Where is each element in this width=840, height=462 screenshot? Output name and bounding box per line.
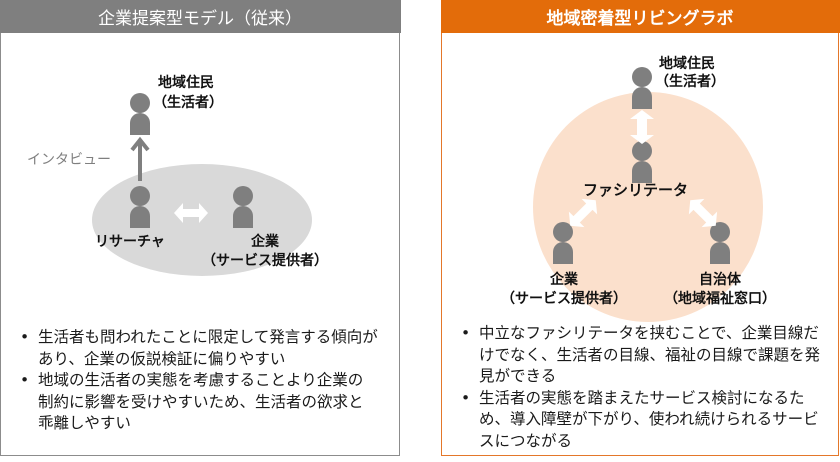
municipality-label: 自治体 bbox=[699, 272, 741, 288]
resident-sublabel: （生活者） bbox=[655, 74, 725, 90]
bullet-item: 生活者も問われたことに限定して発言する傾向があり、企業の仮説検証に偏りやすい bbox=[18, 327, 378, 370]
resident-person-icon bbox=[130, 93, 150, 135]
traditional-model-bullets: 生活者も問われたことに限定して発言する傾向があり、企業の仮説検証に偏りやすい 地… bbox=[18, 327, 378, 435]
resident-label: 地域住民 bbox=[659, 56, 715, 72]
company-label: 企業 bbox=[251, 234, 279, 250]
interview-label: インタビュー bbox=[27, 152, 111, 168]
double-arrow-icon bbox=[568, 198, 598, 228]
bullet-item: 地域の生活者の実態を考慮することより企業の制約に影響を受けやすいため、生活者の欲… bbox=[18, 370, 378, 435]
double-arrow-icon bbox=[688, 198, 718, 228]
interview-arrow-icon bbox=[130, 136, 150, 181]
double-arrow-icon bbox=[630, 110, 654, 144]
company-sublabel: （サービス提供者） bbox=[202, 253, 328, 269]
bullet-item: 生活者の実態を踏まえたサービス検討になるため、導入障壁が下がり、使われ続けられる… bbox=[459, 388, 821, 453]
living-lab-bullets: 中立なファシリテータを挟むことで、企業目線だけでなく、生活者の目線、福祉の目線で… bbox=[459, 323, 821, 452]
resident-person-icon bbox=[632, 67, 652, 109]
living-lab-title: 地域密着型リビングラボ bbox=[440, 0, 840, 33]
traditional-model-title: 企業提案型モデル（従来） bbox=[0, 0, 401, 33]
bullet-item: 中立なファシリテータを挟むことで、企業目線だけでなく、生活者の目線、福祉の目線で… bbox=[459, 323, 821, 388]
resident-label: 地域住民 bbox=[158, 75, 214, 91]
facilitator-label: ファシリテータ bbox=[583, 181, 689, 199]
resident-sublabel: （生活者） bbox=[153, 95, 223, 111]
municipality-sublabel: （地域福祉窓口） bbox=[664, 291, 776, 307]
company-label: 企業 bbox=[550, 272, 578, 288]
researcher-label: リサーチャ bbox=[95, 234, 165, 250]
company-sublabel: （サービス提供者） bbox=[501, 291, 627, 307]
living-lab-circle bbox=[533, 92, 763, 322]
